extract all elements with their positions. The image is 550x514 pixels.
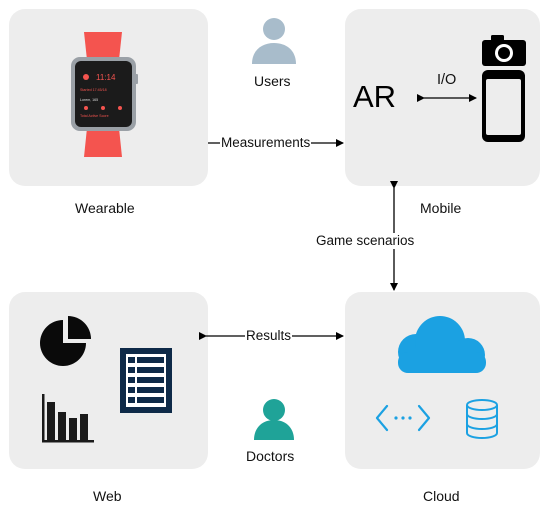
database-icon [466, 399, 498, 439]
wearable-label: Wearable [75, 200, 135, 216]
cloud-label: Cloud [423, 488, 460, 504]
game-scenarios-label: Game scenarios [315, 233, 416, 249]
camera-icon [482, 35, 526, 66]
watch-line3: Total Active Score [80, 114, 109, 118]
mobile-label: Mobile [420, 200, 462, 216]
watch-line2: Lorem, 165 [80, 98, 98, 102]
phone-icon [482, 70, 525, 142]
web-label: Web [93, 488, 122, 504]
ar-label: AR [353, 79, 397, 114]
bar-chart-icon [42, 394, 94, 443]
list-icon [120, 348, 172, 413]
user-icon [252, 18, 296, 64]
code-icon [375, 404, 431, 432]
watch-time: 11:14 [96, 73, 116, 82]
smartwatch-icon: 11:14 Started 17:45/18 Lorem, 165 Total … [71, 32, 138, 157]
doctor-icon [254, 399, 294, 440]
users-label: Users [254, 73, 291, 89]
doctors-label: Doctors [246, 448, 295, 464]
pie-chart-icon [40, 316, 91, 366]
results-label: Results [245, 328, 293, 344]
measurements-label: Measurements [220, 135, 312, 151]
io-label: I/O [437, 72, 457, 88]
watch-line1: Started 17:45/18 [80, 88, 107, 92]
cloud-icon [398, 316, 486, 373]
